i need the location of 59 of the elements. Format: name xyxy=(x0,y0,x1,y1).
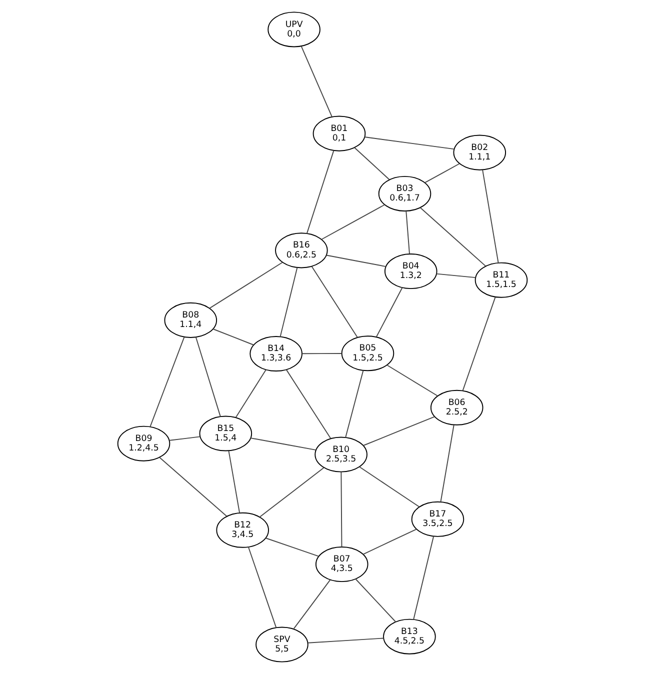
node-ellipse: B15 1.5,4 xyxy=(199,416,252,452)
connector xyxy=(359,466,420,508)
node-ellipse: B06 2.5,2 xyxy=(430,390,484,426)
connector xyxy=(280,267,298,338)
connector xyxy=(159,457,228,517)
node-ellipse: B02 1.1,1 xyxy=(453,134,506,170)
connector xyxy=(420,207,486,266)
node-ellipse: B17 3.5,2.5 xyxy=(411,501,464,537)
connector xyxy=(326,254,386,268)
connector xyxy=(413,536,434,620)
connector xyxy=(364,136,454,150)
node-ellipse: UPV 0,0 xyxy=(268,12,320,48)
connector xyxy=(209,262,283,309)
connector xyxy=(462,296,496,392)
connector xyxy=(340,471,342,548)
connector xyxy=(406,210,410,254)
node-ellipse: B12 3,4.5 xyxy=(216,512,269,548)
connector xyxy=(248,546,277,628)
connector xyxy=(440,424,454,502)
connector xyxy=(228,450,240,514)
node-ellipse: B16 0.6,2.5 xyxy=(275,232,328,268)
node-ellipse: B07 4,3.5 xyxy=(315,546,368,582)
connector xyxy=(424,163,460,184)
connector xyxy=(308,638,384,644)
node-ellipse: B14 1.3,3.6 xyxy=(250,336,302,372)
node-ellipse: B08 1.1,4 xyxy=(164,302,218,338)
connector xyxy=(386,364,438,396)
connector xyxy=(300,46,332,118)
connector xyxy=(169,436,200,441)
connector xyxy=(259,467,324,518)
connector xyxy=(362,416,436,446)
connector xyxy=(195,336,221,417)
node-ellipse: B03 0.6,1.7 xyxy=(378,176,432,212)
node-ellipse: B11 1.5,1.5 xyxy=(474,262,528,298)
node-ellipse: B04 1.3,2 xyxy=(384,254,438,290)
node-ellipse: B05 1.5,2.5 xyxy=(341,336,394,372)
connector xyxy=(376,287,403,338)
connector xyxy=(306,150,334,234)
connector xyxy=(293,580,331,630)
connector xyxy=(482,169,499,264)
connector xyxy=(150,336,185,428)
node-ellipse: B01 0,1 xyxy=(312,116,366,152)
connector xyxy=(436,273,476,278)
connector xyxy=(311,266,358,338)
node-ellipse: B09 1.2,4.5 xyxy=(117,426,170,462)
connector xyxy=(265,538,320,557)
connector xyxy=(286,369,332,439)
node-ellipse: B13 4.5,2.5 xyxy=(383,618,436,654)
connector xyxy=(302,353,342,354)
connector xyxy=(354,147,390,180)
node-ellipse: B10 2.5,3.5 xyxy=(314,436,368,472)
connector xyxy=(345,370,364,438)
connector xyxy=(250,438,316,450)
node-ellipse: SPV 5,5 xyxy=(256,626,308,662)
connector xyxy=(362,528,417,555)
connector xyxy=(321,204,386,240)
connector xyxy=(355,578,396,622)
connector xyxy=(212,328,254,346)
connector xyxy=(235,369,266,418)
